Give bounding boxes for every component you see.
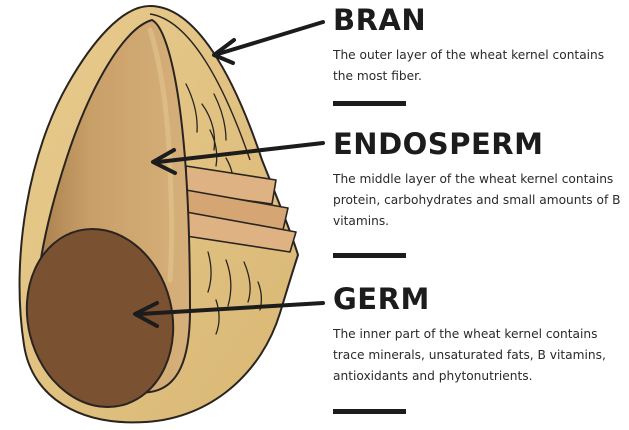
bran-section: BRAN The outer layer of the wheat kernel… (333, 4, 625, 87)
bran-description: The outer layer of the wheat kernel cont… (333, 45, 625, 87)
germ-description: The inner part of the wheat kernel conta… (333, 324, 625, 387)
bran-heading: BRAN (333, 4, 625, 36)
bran-arrow-icon (214, 22, 323, 63)
endosperm-section: ENDOSPERM The middle layer of the wheat … (333, 128, 625, 232)
germ-heading: GERM (333, 283, 625, 315)
bran-divider (333, 101, 406, 106)
endosperm-divider (333, 253, 406, 258)
endosperm-heading: ENDOSPERM (333, 128, 625, 160)
germ-divider (333, 409, 406, 414)
germ-section: GERM The inner part of the wheat kernel … (333, 283, 625, 387)
bran-cut-layers (186, 166, 296, 252)
endosperm-description: The middle layer of the wheat kernel con… (333, 169, 625, 232)
